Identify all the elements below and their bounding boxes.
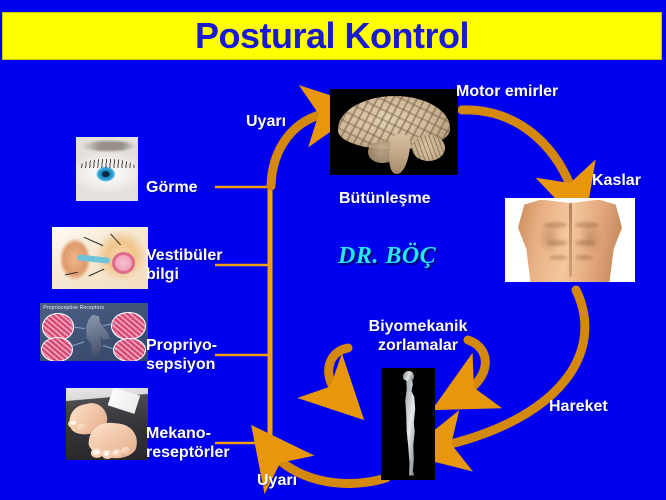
- arrow-motor-emirler: [457, 105, 596, 229]
- standing-human-figure-photo: [381, 368, 435, 480]
- page-title: Postural Kontrol: [194, 15, 470, 56]
- flow-label-hareket: Hareket: [549, 398, 608, 415]
- foot-photo: [66, 388, 148, 460]
- brain-sagittal-photo: [330, 89, 458, 175]
- author-watermark: DR. BÖÇ: [338, 243, 437, 269]
- flow-label-butunlesme: Bütünleşme: [339, 190, 431, 207]
- arrow-hareket: [404, 285, 590, 472]
- flow-label-motor-emirler: Motor emirler: [456, 83, 559, 100]
- flow-label-uyari-bottom: Uyarı: [257, 472, 298, 489]
- eye-photo: [76, 137, 138, 201]
- flow-label-uyari-top: Uyarı: [246, 113, 287, 130]
- input-label-mekanoreseptorler: Mekano- reseptörler: [146, 425, 230, 461]
- muscular-back-photo: [505, 198, 635, 282]
- flow-label-kaslar: Kaslar: [592, 172, 641, 189]
- arrow-biyomekanik-left: [297, 343, 365, 421]
- proprioceptive-caption: Proprioceptive Receptors: [43, 304, 105, 311]
- input-label-propriyosepsiyon: Propriyo- sepsiyon: [146, 337, 218, 373]
- input-label-vestibuler-bilgi: Vestibüler bilgi: [146, 247, 223, 283]
- flow-label-biyomekanik-zorlamalar: Biyomekanik zorlamalar: [368, 318, 468, 354]
- proprioceptive-receptors-photo: Proprioceptive Receptors: [40, 303, 148, 361]
- title-banner: Postural Kontrol: [2, 12, 662, 60]
- input-label-gorme: Görme: [146, 179, 198, 196]
- ear-anatomy-photo: [52, 227, 148, 289]
